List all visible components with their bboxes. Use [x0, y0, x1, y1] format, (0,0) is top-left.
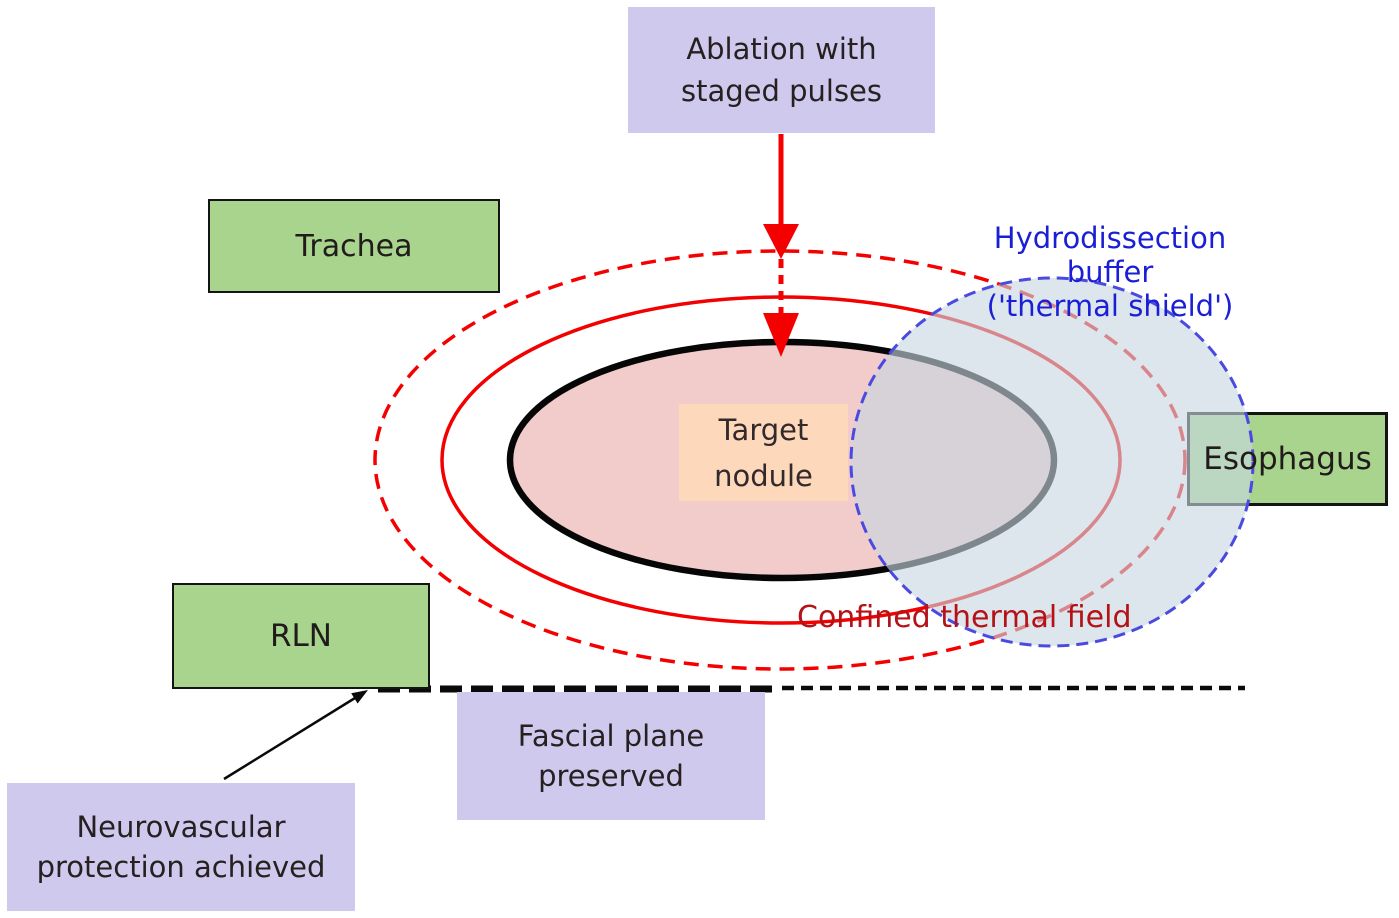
ablation-callout-line1: Ablation with [686, 32, 877, 66]
pulse-arrow-head-2 [763, 313, 799, 357]
fascial-plane-callout-line1: Fascial plane [517, 719, 705, 753]
ablation-callout-line2: staged pulses [680, 74, 883, 108]
hydrodissection-buffer-circle [849, 276, 1255, 648]
hydrodissection-annotation-line2: buffer [1066, 255, 1154, 289]
target-nodule-label-line2: nodule [714, 458, 813, 493]
pulse-arrow-head-1 [763, 224, 799, 259]
hydrodissection-annotation-line1: Hydrodissection [993, 221, 1227, 255]
target-nodule-label: Target nodule [679, 404, 848, 501]
neurovascular-callout: Neurovascular protection achieved [7, 783, 355, 911]
rln-label: RLN [270, 618, 332, 654]
trachea-box: Trachea [208, 199, 500, 293]
neurovascular-callout-line2: protection achieved [36, 850, 326, 884]
target-nodule-label-line1: Target [718, 412, 809, 447]
ablation-callout: Ablation with staged pulses [628, 7, 935, 133]
neurovascular-callout-line1: Neurovascular [76, 810, 286, 844]
neuro-annotation-arrow-head [351, 690, 368, 704]
hydrodissection-annotation-line3: ('thermal shield') [986, 289, 1234, 323]
rln-box: RLN [172, 583, 430, 689]
esophagus-label: Esophagus [1203, 441, 1372, 477]
hydrodissection-annotation: Hydrodissection buffer ('thermal shield'… [955, 221, 1265, 323]
fascial-plane-callout: Fascial plane preserved [457, 692, 765, 820]
trachea-label: Trachea [295, 228, 413, 264]
confined-thermal-field-annotation: Confined thermal field [797, 600, 1132, 635]
neuro-annotation-arrow-line [223, 696, 356, 781]
fascial-plane-callout-line2: preserved [538, 759, 684, 793]
